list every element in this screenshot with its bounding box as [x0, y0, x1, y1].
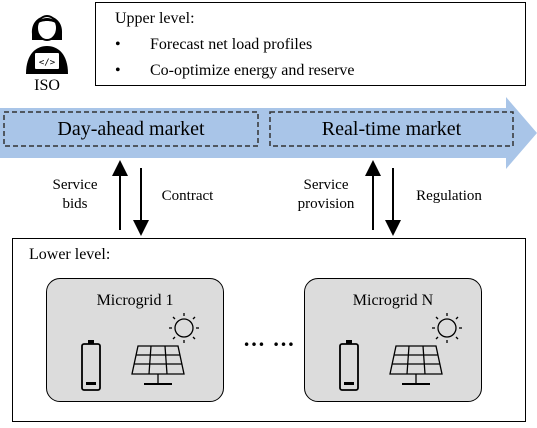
- sun-icon: [169, 313, 199, 343]
- microgrid-1-icons: [81, 313, 199, 391]
- iso-label: ISO: [34, 77, 60, 94]
- battery-icon: [339, 340, 359, 391]
- upper-level-title: Upper level:: [115, 10, 195, 27]
- regulation-label: Regulation: [416, 188, 482, 204]
- upper-level-box: [95, 2, 526, 86]
- microgrid-n-label: Microgrid N: [352, 292, 434, 309]
- microgrid-n-icons: [339, 313, 462, 391]
- sun-icon: [432, 313, 462, 343]
- lower-level-title: Lower level:: [29, 246, 111, 263]
- microgrid-1-label: Microgrid 1: [96, 292, 174, 309]
- real-time-market-label: Real-time market: [321, 118, 462, 140]
- service-provision-label: Service provision: [297, 177, 355, 212]
- bullet-dot: •: [115, 36, 121, 53]
- vertical-arrows: [112, 160, 401, 236]
- service-bids-label: Service bids: [52, 177, 98, 212]
- solar-panel-icon: [131, 345, 185, 385]
- solar-panel-icon: [389, 345, 443, 385]
- microgrid-1-box: [46, 278, 224, 402]
- upper-bullet-1: • Forecast net load profiles: [115, 36, 312, 54]
- bullet-text: Forecast net load profiles: [150, 36, 313, 53]
- iso-operator-icon: </>: [22, 4, 72, 76]
- microgrid-n-box: [304, 278, 482, 402]
- market-banner-arrow: [0, 97, 537, 169]
- svg-text:</>: </>: [39, 58, 56, 68]
- battery-icon: [81, 340, 101, 391]
- day-ahead-market-label: Day-ahead market: [57, 118, 205, 140]
- upper-bullet-2: • Co-optimize energy and reserve: [115, 62, 355, 80]
- contract-label: Contract: [161, 188, 214, 204]
- bullet-text: Co-optimize energy and reserve: [150, 62, 355, 79]
- bullet-dot: •: [115, 62, 121, 79]
- more-microgrids-ellipsis: … …: [243, 326, 296, 351]
